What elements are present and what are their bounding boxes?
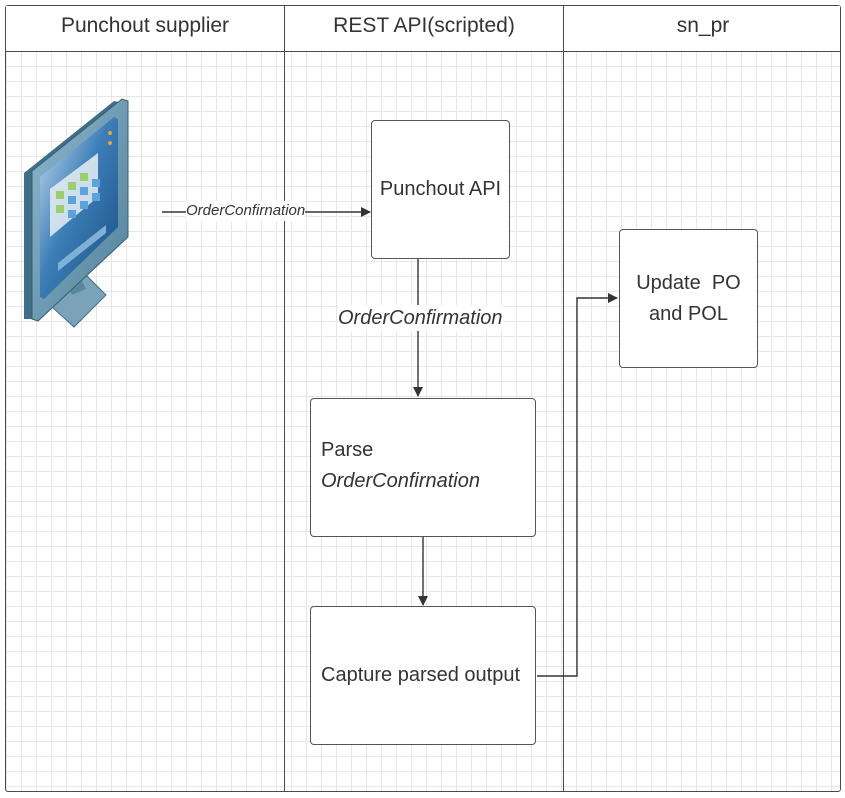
node-punchout-api[interactable]: Punchout API [371,120,510,259]
lane-divider [284,6,285,791]
node-label-line1: Update PO [636,271,741,294]
node-parse-order[interactable]: Parse OrderConfirnation [310,398,536,537]
node-label-line2: OrderConfirnation [321,470,480,492]
node-update-po[interactable]: Update PO and POL [619,229,758,368]
edge-label-api-to-parse: OrderConfirmation [338,305,503,331]
node-label-line2: and POL [649,302,728,325]
node-label: Punchout API [379,178,502,200]
node-label-line1: Parse [321,439,374,461]
lane-header-band [6,6,840,52]
lane-title-sn-pr: sn_pr [676,14,730,37]
node-capture-output[interactable]: Capture parsed output [310,606,536,745]
lane-title-punchout-supplier: Punchout supplier [60,14,230,37]
computer-monitor-icon[interactable] [14,93,132,329]
edge-label-supplier-to-api: OrderConfirnation [186,201,306,221]
lane-title-rest-api: REST API(scripted) [333,14,515,37]
node-label: Capture parsed output [321,664,521,686]
edge-capture-to-update[interactable] [537,293,618,677]
lane-divider [563,6,564,791]
